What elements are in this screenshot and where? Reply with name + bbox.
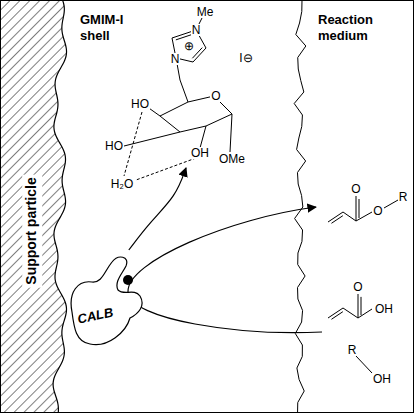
node-label: GMIM-I shell xyxy=(80,12,142,45)
bond xyxy=(358,309,372,318)
shell-band: GMIM-I shell xyxy=(66,0,300,413)
reaction-loop-arrow xyxy=(128,207,322,333)
node-label: Reaction medium xyxy=(318,12,402,45)
atom-label: N xyxy=(191,24,202,36)
bond xyxy=(356,196,357,221)
atom-label: R xyxy=(347,344,358,356)
atom-label: N xyxy=(170,53,181,65)
atom-label: O xyxy=(352,281,363,293)
bond xyxy=(124,132,180,146)
bond xyxy=(206,114,232,126)
atom-label: OMe xyxy=(218,153,246,165)
atom-label: Me xyxy=(196,6,215,18)
atom-label: O xyxy=(372,205,383,217)
atom-label: HO xyxy=(130,98,150,110)
bond xyxy=(358,294,359,318)
atom-label: O xyxy=(210,90,221,102)
hydrogen-bond xyxy=(136,158,196,180)
support-band: Support particleCALB xyxy=(0,0,64,413)
bond xyxy=(343,212,356,221)
support-edge xyxy=(53,0,66,412)
bond xyxy=(200,126,206,148)
atom-label: OH xyxy=(372,373,392,385)
atom-label: HO xyxy=(104,140,124,152)
atom-label: ⊕ xyxy=(183,40,195,52)
bond xyxy=(356,212,372,221)
bond xyxy=(384,200,398,208)
bond xyxy=(160,116,180,132)
double-bond xyxy=(361,297,362,315)
double-bond xyxy=(331,312,342,320)
node-label: Support particle xyxy=(22,175,42,288)
bond xyxy=(343,308,358,318)
bond xyxy=(160,102,188,116)
atom-label: OH xyxy=(374,303,394,315)
hydrogen-bond xyxy=(124,112,142,176)
support-hatch xyxy=(0,0,67,413)
double-bond xyxy=(331,216,342,224)
transfer-arrow xyxy=(129,168,186,250)
enzyme-blob: CALB xyxy=(68,250,144,350)
shell-boundary xyxy=(294,0,306,413)
atom-label: OH xyxy=(190,147,210,159)
enzyme-outline xyxy=(68,250,144,350)
atom-label: H₂O xyxy=(110,178,135,190)
double-bond xyxy=(359,199,360,218)
atom-label: R xyxy=(398,191,409,203)
atom-label: O xyxy=(350,183,361,195)
bond xyxy=(180,126,206,132)
active-site-dot xyxy=(123,275,133,285)
atom-label: I⊖ xyxy=(238,52,253,64)
bond xyxy=(230,114,232,152)
bond xyxy=(356,356,372,373)
bond xyxy=(180,80,188,102)
